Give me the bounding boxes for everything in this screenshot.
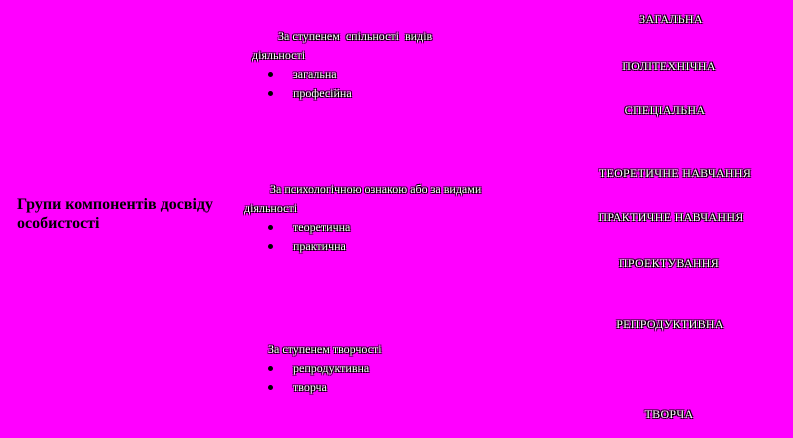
group-heading: За психологічною ознакою або за видами д… xyxy=(244,182,485,215)
list-item: загальна xyxy=(252,65,502,84)
main-title: Групи компонентів досвіду особистості xyxy=(17,196,213,232)
right-label: ТЕОРЕТИЧНЕ НАВЧАННЯ xyxy=(598,166,752,180)
group-item-list: загальна професійна xyxy=(252,65,502,103)
right-label: ТВОРЧА xyxy=(644,407,694,421)
list-item-label: професійна xyxy=(293,86,352,100)
group-by-generality: За ступенем спільності видів діяльності … xyxy=(252,27,502,103)
bullet-icon xyxy=(268,366,273,371)
group-item-list: репродуктивна творча xyxy=(252,359,508,397)
right-label: ПРАКТИЧНЕ НАВЧАННЯ xyxy=(598,210,744,224)
list-item: теоретична xyxy=(252,218,504,237)
group-by-creativity: За ступенем творчості репродуктивна твор… xyxy=(268,340,508,397)
right-label-column: ЗАГАЛЬНА ПОЛІТЕХНІЧНА СПЕЦІАЛЬНА ТЕОРЕТИ… xyxy=(555,0,787,438)
right-label: РЕПРОДУКТИВНА xyxy=(616,317,724,331)
list-item: практична xyxy=(252,237,504,256)
right-label: ПРОЕКТУВАННЯ xyxy=(618,256,720,270)
bullet-icon xyxy=(268,72,273,77)
list-item-label: творча xyxy=(293,380,327,394)
group-item-list: теоретична практична xyxy=(252,218,504,256)
bullet-icon xyxy=(268,385,273,390)
right-label: ПОЛІТЕХНІЧНА xyxy=(622,59,716,73)
list-item: професійна xyxy=(252,84,502,103)
list-item-label: репродуктивна xyxy=(293,361,370,375)
group-heading: За ступенем творчості xyxy=(268,342,382,356)
bullet-icon xyxy=(268,244,273,249)
right-label: ЗАГАЛЬНА xyxy=(639,12,703,26)
list-item: репродуктивна xyxy=(252,359,508,378)
group-by-psychological-feature: За психологічною ознакою або за видами д… xyxy=(244,180,504,256)
bullet-icon xyxy=(268,91,273,96)
list-item-label: теоретична xyxy=(293,220,351,234)
list-item-label: загальна xyxy=(293,67,337,81)
list-item-label: практична xyxy=(293,239,346,253)
list-item: творча xyxy=(252,378,508,397)
bullet-icon xyxy=(268,225,273,230)
group-heading: За ступенем спільності видів діяльності xyxy=(252,29,436,62)
right-label: СПЕЦІАЛЬНА xyxy=(624,103,706,117)
